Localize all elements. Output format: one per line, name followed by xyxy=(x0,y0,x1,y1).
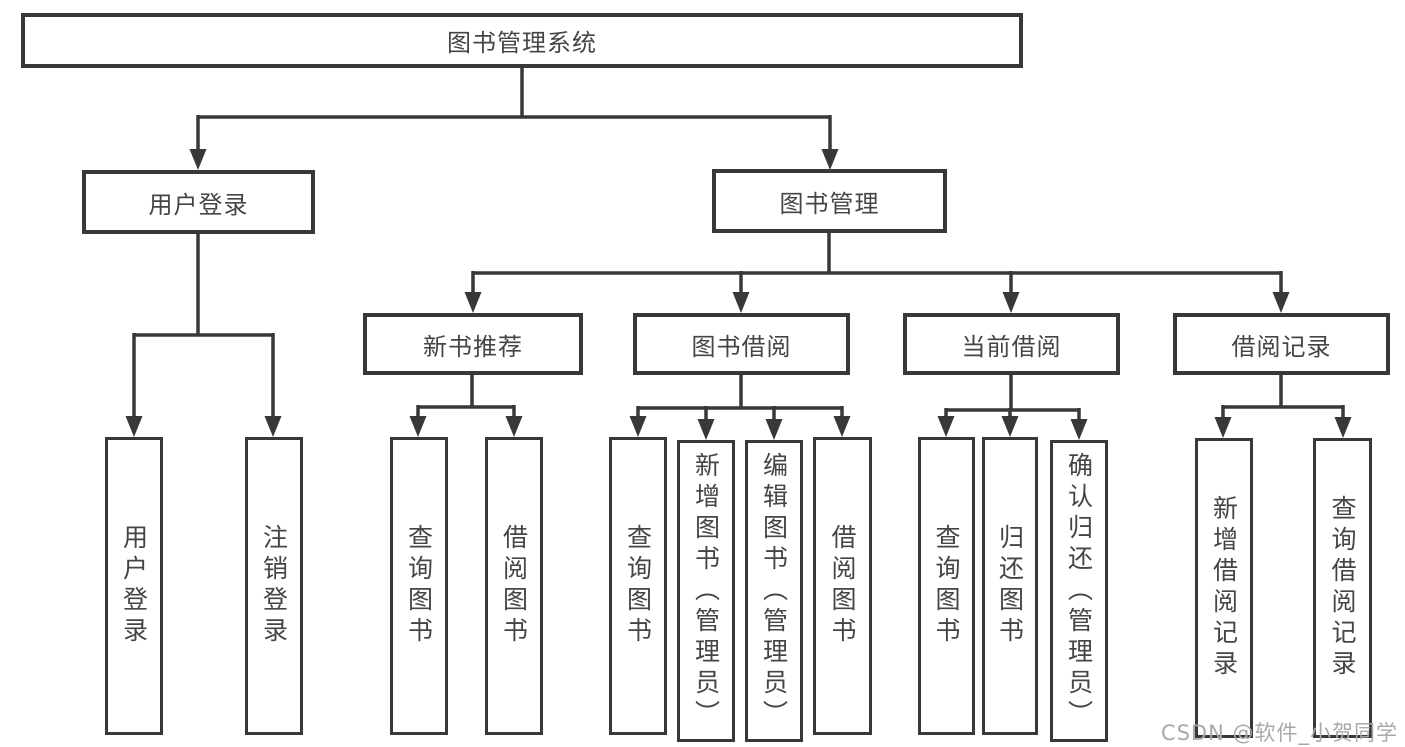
node-label: 图书借阅 xyxy=(691,332,792,361)
node-label: 新增图书（管理员） xyxy=(691,451,721,731)
leaf-add-borrow-record: 新增借阅记录 xyxy=(1195,438,1253,738)
node-label: 用户登录 xyxy=(119,524,149,648)
leaf-query-books-under-new-books: 查询图书 xyxy=(390,437,448,735)
node-user-login: 用户登录 xyxy=(82,170,315,234)
leaf-return-books: 归还图书 xyxy=(982,437,1038,735)
node-label: 查询图书 xyxy=(404,524,434,648)
leaf-query-borrow-record: 查询借阅记录 xyxy=(1313,438,1372,738)
leaf-borrow-books-under-book-borrowing: 借阅图书 xyxy=(813,437,872,735)
node-label: 注销登录 xyxy=(259,524,289,648)
node-label: 图书管理 xyxy=(779,189,880,218)
node-label: 当前借阅 xyxy=(961,332,1062,361)
node-label: 新书推荐 xyxy=(423,332,523,361)
leaf-add-books-admin: 新增图书（管理员） xyxy=(677,440,735,742)
node-book-management: 图书管理 xyxy=(712,169,947,233)
node-borrowing-records: 借阅记录 xyxy=(1173,313,1390,375)
node-label: 用户登录 xyxy=(148,190,249,219)
arrowhead-icons xyxy=(125,149,1352,440)
node-label: 归还图书 xyxy=(995,524,1025,648)
leaf-query-books-under-current-borrowing: 查询图书 xyxy=(918,437,975,735)
node-label: 新增借阅记录 xyxy=(1209,495,1239,681)
node-label: 查询图书 xyxy=(932,524,961,648)
csdn-watermark: CSDN @软件_小贺同学 xyxy=(1160,721,1398,745)
node-library-management-system: 图书管理系统 xyxy=(21,13,1023,68)
node-label: 借阅记录 xyxy=(1231,332,1332,361)
node-book-borrowing: 图书借阅 xyxy=(633,313,850,375)
node-label: 图书管理系统 xyxy=(447,29,597,57)
node-label: 编辑图书（管理员） xyxy=(759,451,789,731)
leaf-confirm-return-admin: 确认归还（管理员） xyxy=(1050,440,1108,742)
node-label: 确认归还（管理员） xyxy=(1064,451,1094,731)
leaf-edit-books-admin: 编辑图书（管理员） xyxy=(745,440,803,742)
node-current-borrowing: 当前借阅 xyxy=(903,313,1120,375)
node-label: 查询借阅记录 xyxy=(1328,495,1357,681)
node-label: 借阅图书 xyxy=(499,524,529,648)
leaf-logout: 注销登录 xyxy=(245,437,303,735)
leaf-borrow-books-under-new-books: 借阅图书 xyxy=(485,437,543,735)
node-label: 借阅图书 xyxy=(828,524,857,648)
leaf-user-login: 用户登录 xyxy=(105,437,163,735)
node-label: 查询图书 xyxy=(623,524,653,648)
node-new-book-recommendation: 新书推荐 xyxy=(363,313,583,375)
leaf-query-books-under-book-borrowing: 查询图书 xyxy=(609,437,667,735)
